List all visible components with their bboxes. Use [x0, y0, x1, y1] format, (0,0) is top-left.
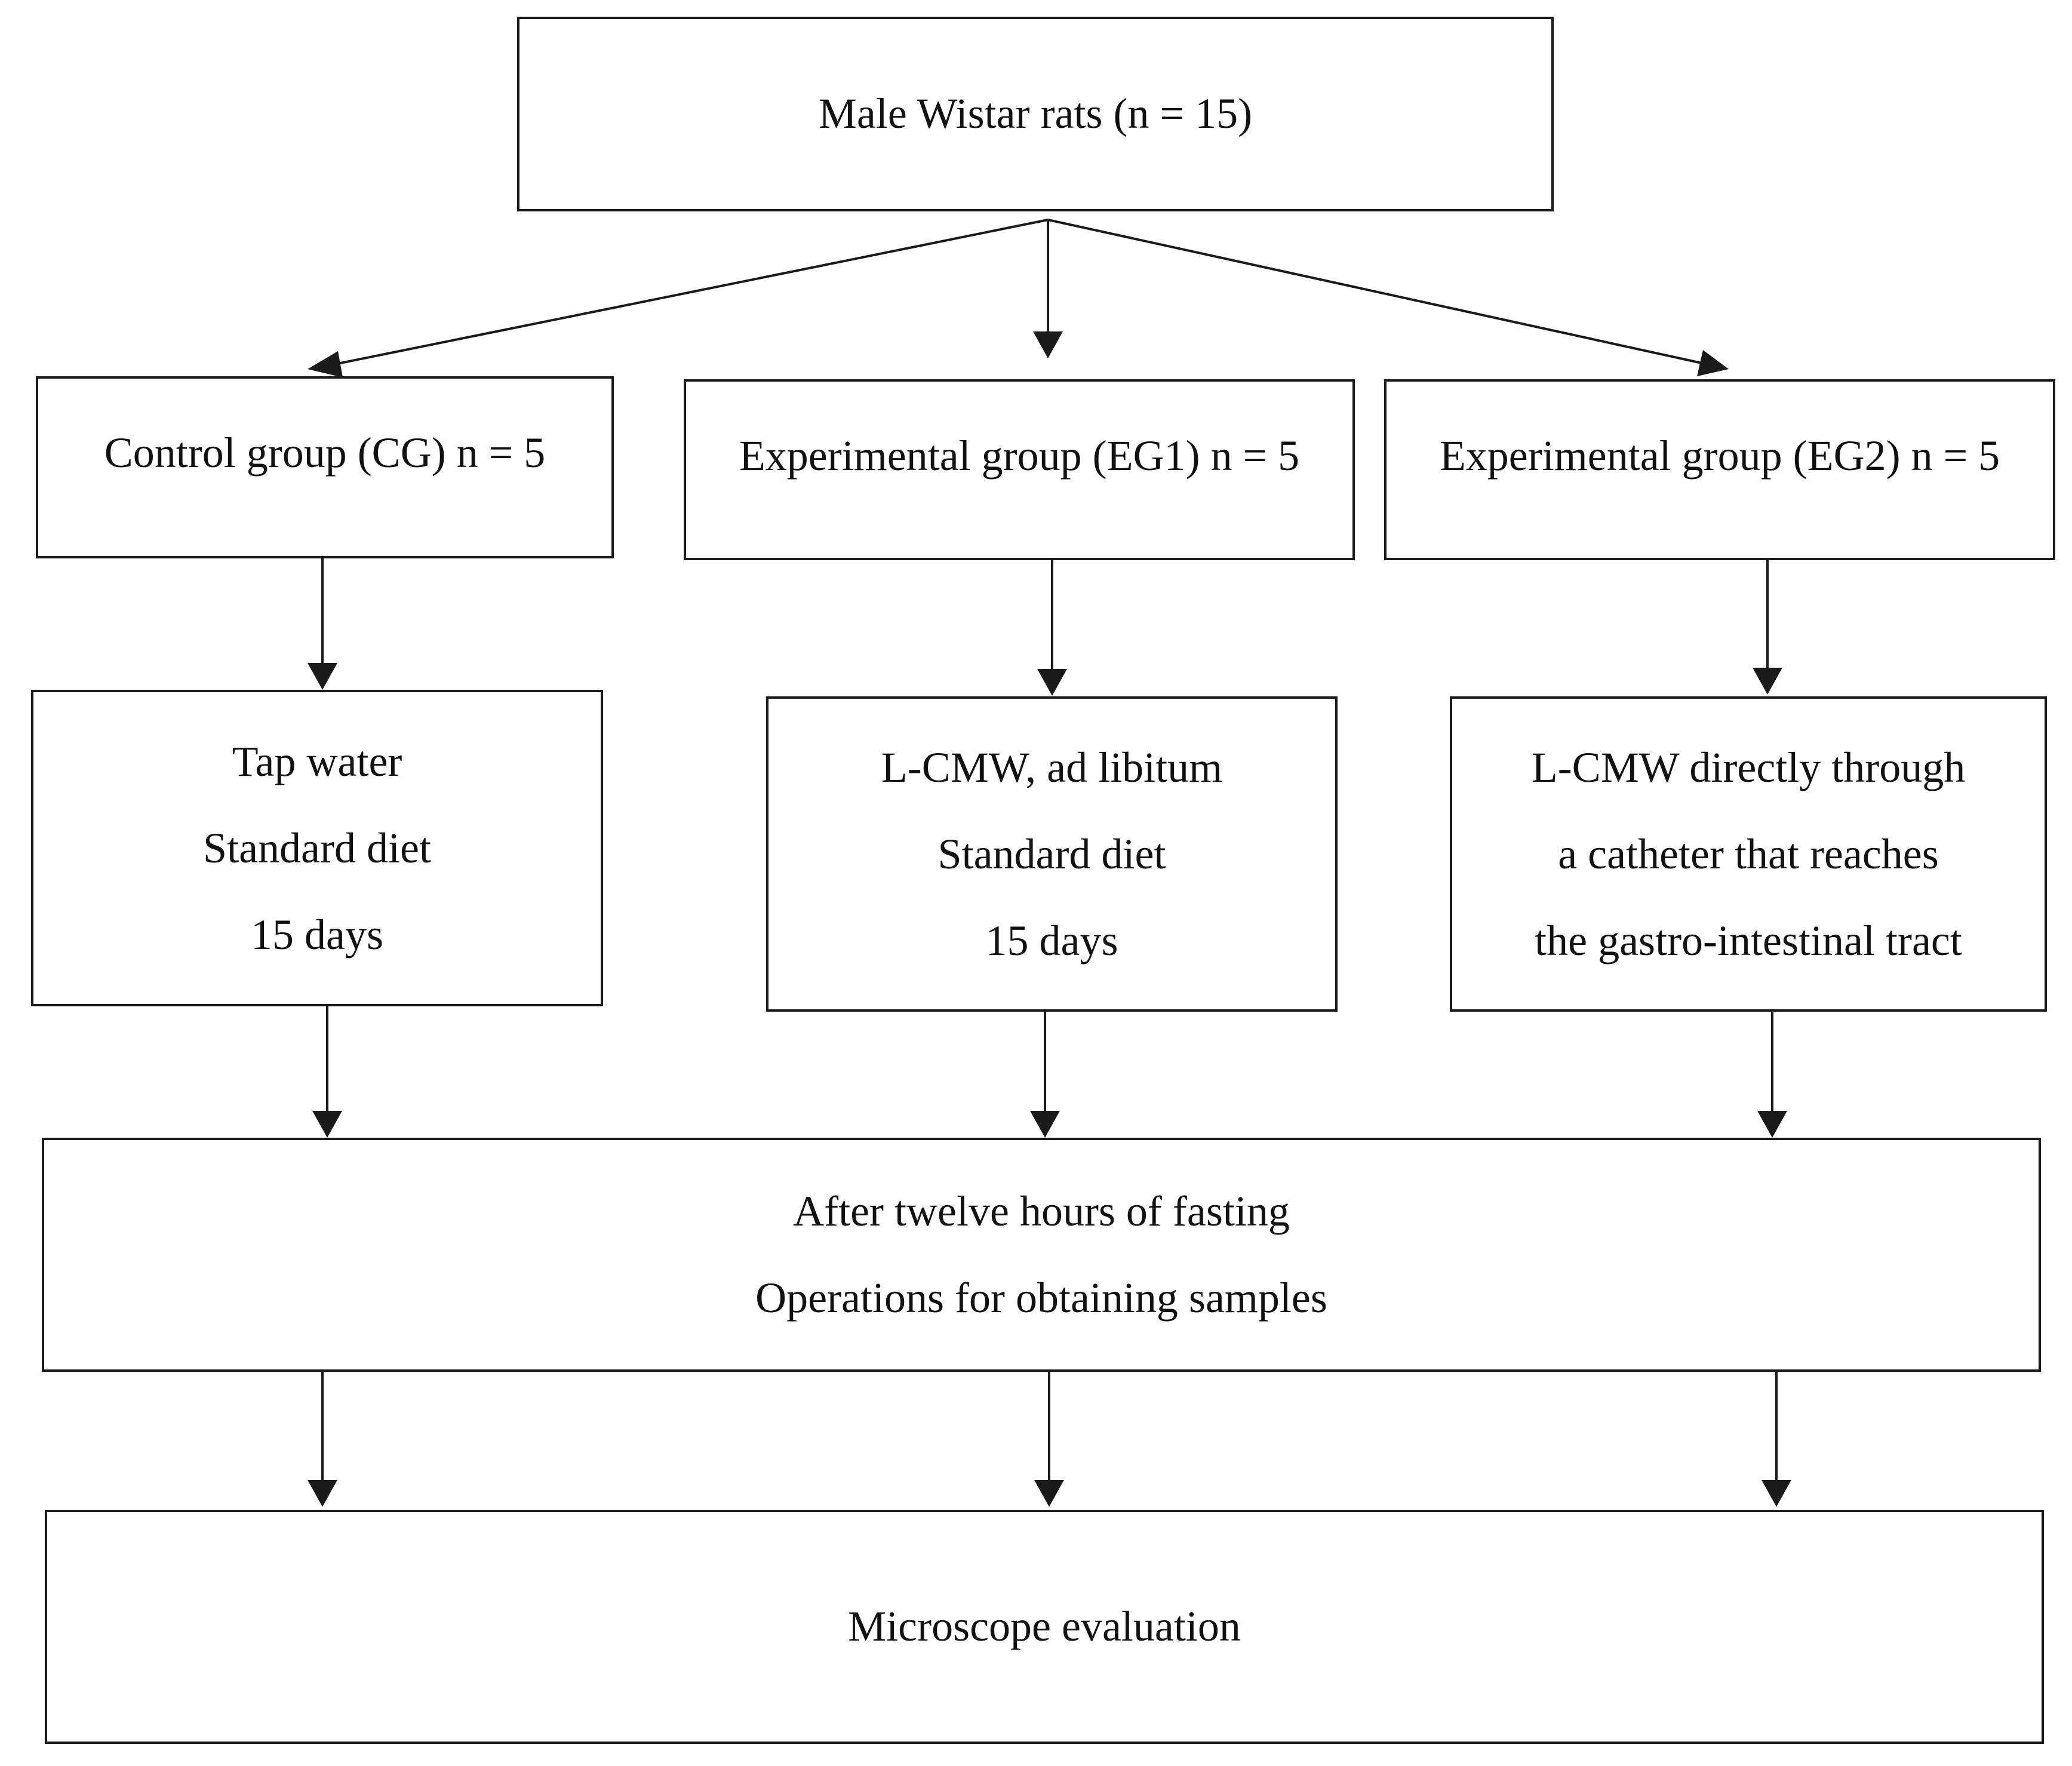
eg2-treatment-line-1: L-CMW directly through — [1531, 743, 1966, 791]
procedure-box: After twelve hours of fasting Operations… — [42, 1138, 2041, 1372]
arrowhead-eg1-procedure — [1030, 1111, 1060, 1138]
experimental-group-2-box: Experimental group (EG2) n = 5 — [1384, 379, 2055, 560]
eg2-treatment-line-2: a catheter that reaches — [1558, 830, 1939, 878]
experimental-group-1-label: Experimental group (EG1) n = 5 — [739, 432, 1300, 480]
control-treatment-line-1: Tap water — [232, 737, 402, 785]
arrow-top-to-eg2 — [1047, 219, 1702, 364]
arrowhead-cg-procedure — [312, 1111, 342, 1138]
arrowhead-evaluation-right — [1761, 1480, 1791, 1507]
experimental-group-1-box: Experimental group (EG1) n = 5 — [684, 379, 1355, 560]
eg1-treatment-line-3: 15 days — [985, 916, 1118, 965]
arrowhead-cg-treatment — [308, 663, 337, 690]
evaluation-box: Microscope evaluation — [45, 1510, 2044, 1744]
arrowhead-eg2 — [1697, 350, 1729, 376]
control-treatment-line-3: 15 days — [251, 910, 383, 959]
arrowhead-evaluation-center — [1034, 1480, 1064, 1507]
eg1-treatment-line-2: Standard diet — [937, 830, 1166, 878]
population-box: Male Wistar rats (n = 15) — [517, 17, 1554, 211]
eg2-treatment-line-3: the gastro-intestinal tract — [1535, 916, 1962, 965]
control-treatment-box: Tap water Standard diet 15 days — [31, 690, 603, 1006]
experimental-group-2-label: Experimental group (EG2) n = 5 — [1439, 432, 2000, 480]
evaluation-label: Microscope evaluation — [848, 1602, 1241, 1651]
control-group-box: Control group (CG) n = 5 — [36, 376, 614, 558]
procedure-line-2: Operations for obtaining samples — [755, 1274, 1327, 1322]
procedure-line-1: After twelve hours of fasting — [793, 1187, 1290, 1235]
arrowhead-evaluation-left — [308, 1480, 337, 1507]
arrowhead-cg — [308, 351, 343, 377]
eg1-treatment-line-1: L-CMW, ad libitum — [881, 743, 1223, 791]
arrowhead-eg1-treatment — [1037, 669, 1067, 696]
control-treatment-line-2: Standard diet — [203, 824, 431, 872]
eg2-treatment-box: L-CMW directly through a catheter that r… — [1450, 696, 2047, 1012]
arrowhead-eg1 — [1033, 331, 1063, 358]
arrowhead-eg2-treatment — [1753, 668, 1782, 695]
arrowhead-eg2-procedure — [1757, 1111, 1787, 1138]
control-group-label: Control group (CG) n = 5 — [104, 429, 546, 477]
eg1-treatment-box: L-CMW, ad libitum Standard diet 15 days — [766, 696, 1338, 1012]
arrow-top-to-cg — [334, 219, 1049, 366]
population-label: Male Wistar rats (n = 15) — [818, 90, 1253, 138]
